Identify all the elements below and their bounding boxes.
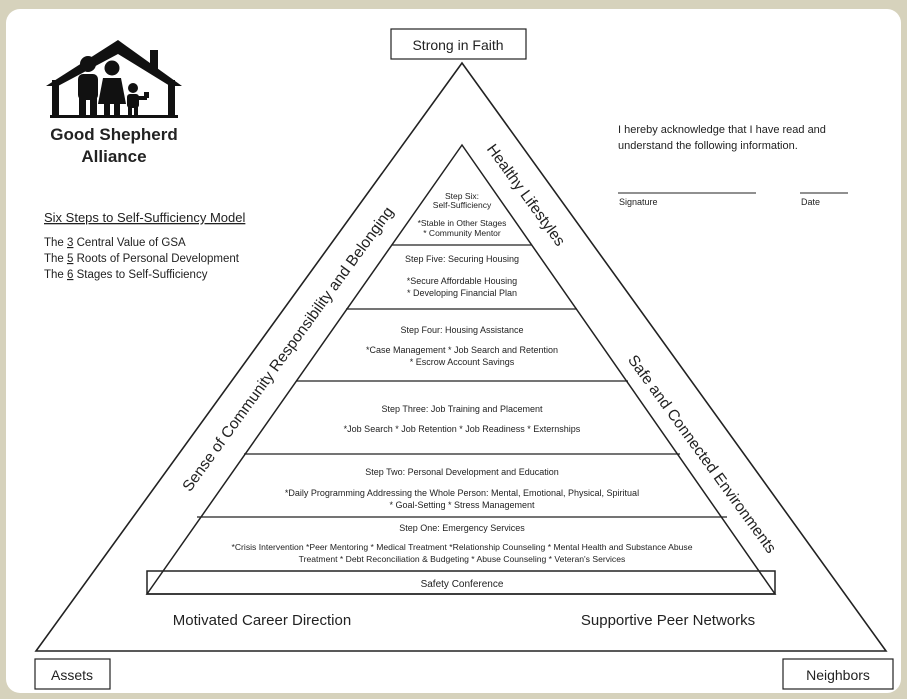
document-card xyxy=(6,9,901,693)
corner-label-right: Neighbors xyxy=(806,667,870,683)
date-label: Date xyxy=(801,197,820,207)
step-three-title: Step Three: Job Training and Placement xyxy=(382,404,543,414)
step-one-line-2: Treatment * Debt Reconciliation & Budget… xyxy=(299,554,626,564)
corner-box-left: Assets xyxy=(34,658,111,690)
step-two-line-1: *Daily Programming Addressing the Whole … xyxy=(285,488,639,498)
signature-label: Signature xyxy=(619,197,658,207)
pyramid-dividers xyxy=(197,244,727,518)
step-four-line-2: * Escrow Account Savings xyxy=(410,357,515,367)
step-two: Step Two: Personal Development and Educa… xyxy=(285,467,639,510)
step-one: Step One: Emergency Services *Crisis Int… xyxy=(232,523,693,564)
good-shepherd-logo: Good Shepherd Alliance xyxy=(46,40,182,166)
step-four: Step Four: Housing Assistance *Case Mana… xyxy=(366,325,558,367)
bottom-label-right: Supportive Peer Networks xyxy=(581,612,755,629)
step-six-line-2: * Community Mentor xyxy=(423,228,501,238)
corner-label-left: Assets xyxy=(51,667,93,683)
logo-name-line2: Alliance xyxy=(81,147,146,166)
step-two-title: Step Two: Personal Development and Educa… xyxy=(365,467,558,477)
step-five-line-1: *Secure Affordable Housing xyxy=(407,276,517,286)
acknowledgement-line-2: understand the following information. xyxy=(618,140,798,152)
step-four-line-1: *Case Management * Job Search and Retent… xyxy=(366,345,558,355)
step-six-line-1: *Stable in Other Stages xyxy=(418,218,507,228)
outer-triangle xyxy=(34,61,888,652)
safety-conference-bar xyxy=(146,570,776,595)
step-six: Step Six: Self-Sufficiency *Stable in Ot… xyxy=(418,191,507,238)
model-title: Six Steps to Self-Sufficiency Model xyxy=(44,210,245,225)
step-three: Step Three: Job Training and Placement *… xyxy=(344,404,581,434)
step-five: Step Five: Securing Housing *Secure Affo… xyxy=(405,254,519,298)
family-house-icon xyxy=(46,40,182,118)
step-one-line-1: *Crisis Intervention *Peer Mentoring * M… xyxy=(232,542,693,552)
step-four-title: Step Four: Housing Assistance xyxy=(400,325,523,335)
step-five-line-2: * Developing Financial Plan xyxy=(407,288,517,298)
step-one-title: Step One: Emergency Services xyxy=(399,523,525,533)
corner-label-top: Strong in Faith xyxy=(412,37,503,53)
side-label-left: Sense of Community Responsibility and Be… xyxy=(179,204,397,495)
model-line-1: The 3 Central Value of GSA xyxy=(44,237,186,249)
bottom-label-left: Motivated Career Direction xyxy=(173,612,351,629)
corner-box-right: Neighbors xyxy=(782,658,894,690)
step-six-title-a: Step Six: xyxy=(445,191,479,201)
step-two-line-2: * Goal-Setting * Stress Management xyxy=(389,500,535,510)
model-line-3: The 6 Stages to Self-Sufficiency xyxy=(44,269,208,281)
step-five-title: Step Five: Securing Housing xyxy=(405,254,519,264)
logo-name-line1: Good Shepherd xyxy=(50,125,178,144)
acknowledgement-line-1: I hereby acknowledge that I have read an… xyxy=(618,124,826,136)
model-line-2: The 5 Roots of Personal Development xyxy=(44,253,240,265)
safety-conference-label: Safety Conference xyxy=(421,579,504,590)
corner-box-top: Strong in Faith xyxy=(390,28,527,60)
acknowledgement-block: I hereby acknowledge that I have read an… xyxy=(618,124,848,207)
step-three-line-1: *Job Search * Job Retention * Job Readin… xyxy=(344,424,581,434)
step-six-title-b: Self-Sufficiency xyxy=(433,200,492,210)
